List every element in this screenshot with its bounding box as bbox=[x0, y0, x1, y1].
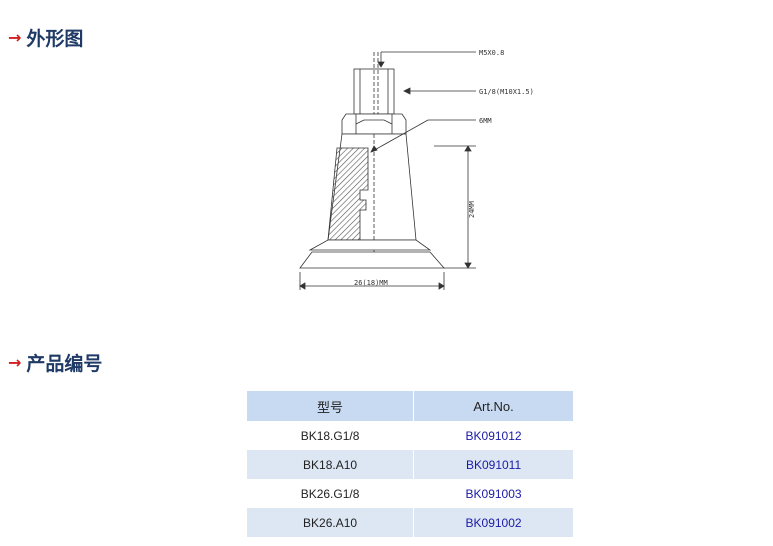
table-header-row: 型号 Art.No. bbox=[247, 391, 573, 421]
label-height: 24MM bbox=[468, 201, 476, 218]
section-heading-product-code: → 产品编号 bbox=[8, 349, 102, 376]
model-cell: BK26.A10 bbox=[247, 508, 415, 537]
section-title-product-code: 产品编号 bbox=[26, 353, 103, 375]
table-row: BK26.G1/8 BK091003 bbox=[247, 479, 573, 508]
label-thread-top: M5X0.8 bbox=[479, 49, 504, 57]
table-row: BK26.A10 BK091002 bbox=[247, 508, 573, 537]
model-cell: BK18.A10 bbox=[247, 450, 415, 479]
arrow-icon: → bbox=[8, 28, 22, 47]
section-title-outline: 外形图 bbox=[26, 28, 84, 50]
art-no-cell: BK091003 bbox=[465, 486, 522, 501]
table-row: BK18.G1/8 BK091012 bbox=[247, 421, 573, 450]
arrow-icon: → bbox=[8, 353, 22, 372]
art-no-cell: BK091002 bbox=[413, 508, 573, 537]
model-cell: BK18.G1/8 bbox=[247, 421, 415, 450]
section-heading-outline: → 外形图 bbox=[8, 24, 83, 51]
column-header-art-no: Art.No. bbox=[413, 391, 573, 421]
label-width: 26(18)MM bbox=[354, 279, 388, 287]
art-no-cell: BK091012 bbox=[465, 428, 522, 443]
label-hex: 6MM bbox=[479, 117, 492, 125]
label-thread-main: G1/8(M10X1.5) bbox=[479, 88, 534, 96]
table-row: BK18.A10 BK091011 bbox=[247, 450, 573, 479]
product-code-table: 型号 Art.No. BK18.G1/8 BK091012 BK18.A10 B… bbox=[247, 391, 573, 537]
art-no-cell: BK091011 bbox=[413, 450, 573, 479]
model-cell: BK26.G1/8 bbox=[247, 479, 415, 508]
column-header-model: 型号 bbox=[247, 391, 415, 421]
technical-drawing: M5X0.8 G1/8(M10X1.5) 6MM 24MM 26(18)MM bbox=[299, 49, 534, 290]
